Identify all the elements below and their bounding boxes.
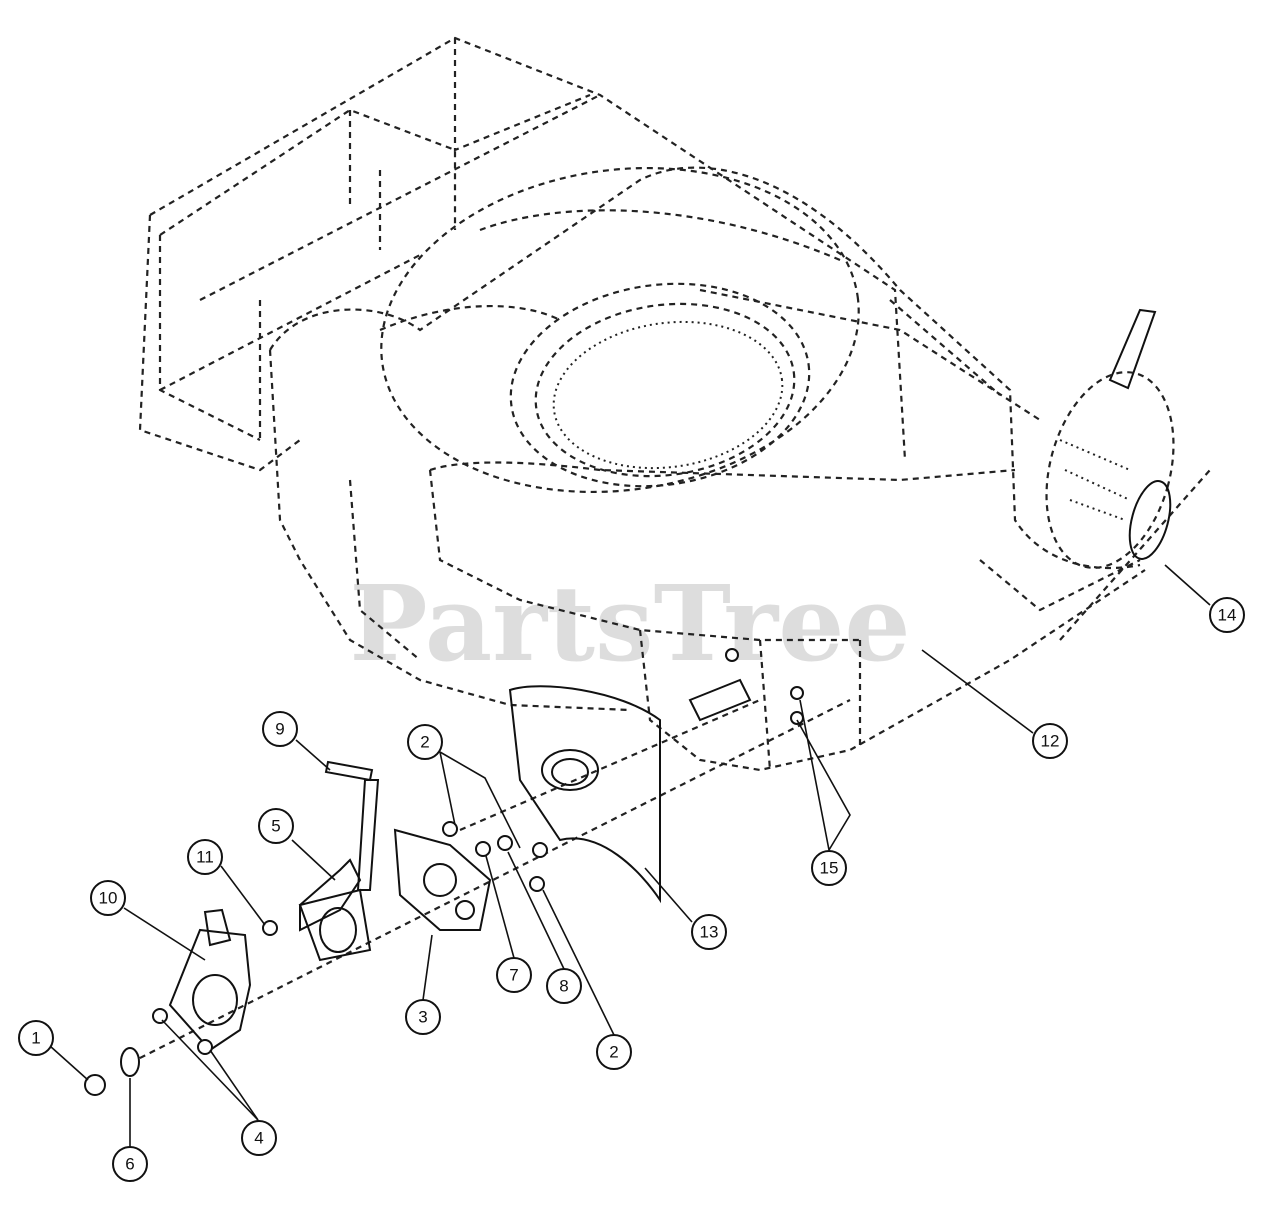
callout-circle — [811, 850, 847, 886]
callout-label: 9 — [275, 720, 284, 739]
callout-circle — [1209, 597, 1245, 633]
callout-2: 2 — [596, 1034, 632, 1070]
callout-5: 5 — [258, 808, 294, 844]
callout-label: 8 — [559, 977, 568, 996]
callout-label: 7 — [509, 966, 518, 985]
callout-8: 8 — [546, 968, 582, 1004]
watermark-text: PartsTree — [349, 562, 910, 685]
callout-label: 3 — [418, 1008, 427, 1027]
callout-circle — [596, 1034, 632, 1070]
callout-circle — [496, 957, 532, 993]
callout-circle — [18, 1020, 54, 1056]
rear-height-adjuster — [1045, 308, 1175, 569]
callout-label: 2 — [609, 1043, 618, 1062]
shaft — [688, 648, 804, 725]
callout-circle — [258, 808, 294, 844]
mower-deck — [138, 36, 1211, 772]
callout-label: 1 — [31, 1029, 40, 1048]
callout-label: 12 — [1041, 732, 1060, 751]
callout-circle — [112, 1146, 148, 1182]
callout-label: 13 — [700, 923, 719, 942]
callout-label: 10 — [99, 889, 118, 908]
callout-6: 6 — [112, 1146, 148, 1182]
callout-label: 2 — [420, 733, 429, 752]
callout-circle — [262, 711, 298, 747]
callout-circle — [546, 968, 582, 1004]
callout-12: 12 — [1032, 723, 1068, 759]
callout-15: 15 — [811, 850, 847, 886]
callout-circle — [90, 880, 126, 916]
callout-label: 11 — [196, 848, 214, 867]
callout-13: 13 — [691, 914, 727, 950]
callout-2: 2 — [407, 724, 443, 760]
axle-centerline — [129, 699, 851, 1064]
leader-lines — [49, 564, 1211, 1147]
callout-3: 3 — [405, 999, 441, 1035]
callout-circle — [691, 914, 727, 950]
callout-circle — [241, 1120, 277, 1156]
callout-label: 5 — [271, 817, 280, 836]
lever — [324, 760, 380, 891]
callout-circle — [187, 839, 223, 875]
callout-14: 14 — [1209, 597, 1245, 633]
callout-circle — [1032, 723, 1068, 759]
callout-9: 9 — [262, 711, 298, 747]
callout-label: 14 — [1218, 606, 1237, 625]
bolt-centerline — [459, 698, 761, 832]
side-plate — [508, 685, 661, 904]
hardware — [84, 821, 548, 1096]
mount-plate — [168, 908, 252, 1052]
callout-7: 7 — [496, 957, 532, 993]
callout-11: 11 — [187, 839, 223, 875]
bracket — [298, 858, 372, 962]
callout-label: 6 — [125, 1155, 134, 1174]
callout-circle — [405, 999, 441, 1035]
callout-4: 4 — [241, 1120, 277, 1156]
gearbox — [393, 828, 492, 931]
callout-label: 15 — [820, 859, 839, 878]
callout-1: 1 — [18, 1020, 54, 1056]
callout-10: 10 — [90, 880, 126, 916]
callout-label: 4 — [254, 1129, 263, 1148]
callout-circle — [407, 724, 443, 760]
